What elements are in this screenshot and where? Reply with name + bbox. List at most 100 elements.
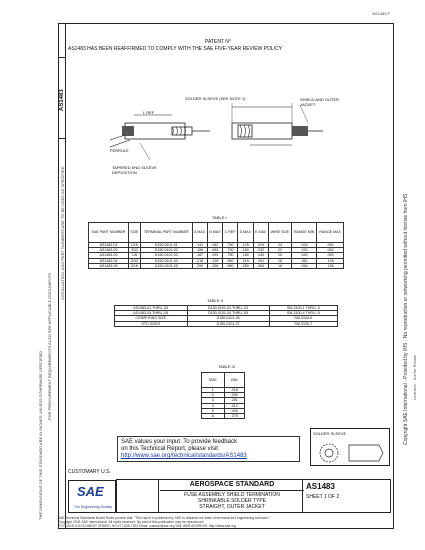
table1-cell: AS1483-05 [88,262,129,270]
sheet-number: SHEET 1 OF 2 [306,494,340,500]
table1-cell: AS1483-04 [88,257,129,264]
table1-header: A MAX [191,222,208,243]
table1-cell: .125 [316,257,344,264]
table1-cell: .850 [222,257,238,264]
table1-cell: .032 [291,247,318,254]
logo-subtitle: The Engineering Society [73,505,113,509]
table1-cell: .850 [222,262,238,270]
label-solder-sleeve: SOLDER SLEEVE (SEE NOTE 1) [185,96,246,101]
corner-detail-drawing [319,443,384,463]
table2-cell: SM-3100-1 THRU -3 [268,304,339,312]
label-ferrule: FERRULE [110,148,129,153]
table3-row: 6.375 [201,412,246,420]
table1-header: C REF [222,222,238,243]
left-title-column [58,23,66,529]
table1-cell: D150-0101-05 [139,262,193,270]
table3-header: SIZE [201,372,225,388]
table1: SAE PART NUMBER SIZE TERMINAL PART NUMBE… [88,222,344,270]
table1-cell: .040 [252,252,269,259]
table3-cell: .375 [223,412,246,420]
table2-cell: SM-3100-4 THRU -5 [268,310,339,317]
table1-cell: 3/16 [127,262,141,270]
table2-cell: STD SIZES [114,320,188,327]
table2-title: TABLE II [207,298,223,303]
title-cell [159,480,303,512]
table1-cell: .750 [222,247,238,254]
label-shield-jacket: SHIELD AND OUTER JACKET [300,97,339,107]
table3-row: 5.343 [201,407,246,415]
table1-cell: .064 [252,262,269,270]
table1-cell: AS1483-03 [88,252,129,259]
logo-cell [117,480,159,512]
table1-cell: .156 [206,262,224,270]
table3-cell: .250 [223,392,246,399]
table1-cell: AS1483-02 [88,247,129,254]
table1-cell: .040 [291,252,318,259]
table1-cell: .064 [291,262,318,270]
sae-logo: SAE [77,484,104,499]
title-line-3: STRAIGHT, OUTER JACKET [199,504,265,510]
footer-line-3: TO PLACE A DOCUMENT ORDER: Tel: 877-606-… [58,524,236,528]
title-line-1: FUSE ASSEMBLY SHIELD TERMINATION [184,492,280,498]
footer-line-1: SAE Technical Standards Board Rules prov… [58,516,270,520]
footer: SAE Technical Standards Board Rules prov… [58,516,394,528]
table1-cell: .250 [191,262,208,270]
table1-header: E MAX [252,222,269,243]
table1-cell: .042 [206,241,224,249]
table3-cell: .312 [223,402,246,409]
feedback-link[interactable]: http://www.sae.org/technical/standards/A… [121,453,247,459]
table3-row: 1.218 [201,386,246,394]
aerospace-standard: AEROSPACE STANDARD [189,481,275,488]
label-dimension: L REF [143,110,155,115]
left-doc-code: AS1483 [59,89,65,111]
table1-header: B MAX [206,222,224,243]
table1-header: TERMINAL PART NUMBER [139,222,193,243]
logo-box: SAE The Engineering Society [68,480,116,513]
table3-header: DIM [223,372,246,388]
table1-cell: .750 [222,241,238,249]
table1-cell: .032 [252,247,269,254]
table3-title: TABLE III [218,364,235,369]
table3-row: 4.312 [201,402,246,409]
table3-cell: 6 [201,412,225,420]
feedback-line-2: on this Technical Report, please visit [121,446,218,452]
feedback-box: SAE values your input. To provide feedba… [117,436,300,462]
feedback-line-1: SAE values your input. To provide feedba… [121,439,237,445]
customary-label: CUSTOMARY U.S. [68,469,111,475]
table3-row: 3.281 [201,397,246,404]
table1-header: WIRE SIZE [267,222,293,243]
drawing-frame [58,23,394,529]
table2-cell: SM-3100-7 [268,320,339,327]
title-divider [160,490,304,491]
table1-title: TABLE I [212,215,227,220]
corner-label: SOLDER SLEEVE [313,431,347,436]
table3-cell: .281 [223,397,246,404]
title-block-code: AS1483 [306,482,335,491]
title-block [116,479,391,513]
left-note-1: INSTALLATION, AND PART NUMBERS ARE TO BE… [60,166,65,300]
table2-cell: D150-0101-07 [186,320,270,327]
table3-row: 2.250 [201,392,246,399]
title-line-2: SHRINKABLE SOLDER TYPE [198,498,266,504]
right-margin-text: Copyright SAE International · Provided b… [403,193,409,445]
table1-header: RANGE MIN [291,222,318,243]
table1-cell: .093 [316,252,344,259]
table1-cell: .156 [316,262,344,270]
table1-cell: .051 [252,257,269,264]
heading-note: AS1483 HAS BEEN REAFFIRMED TO COMPLY WIT… [68,46,283,52]
table1-header: RANGE MAX [316,222,344,243]
table1-header: SIZE [127,222,141,243]
